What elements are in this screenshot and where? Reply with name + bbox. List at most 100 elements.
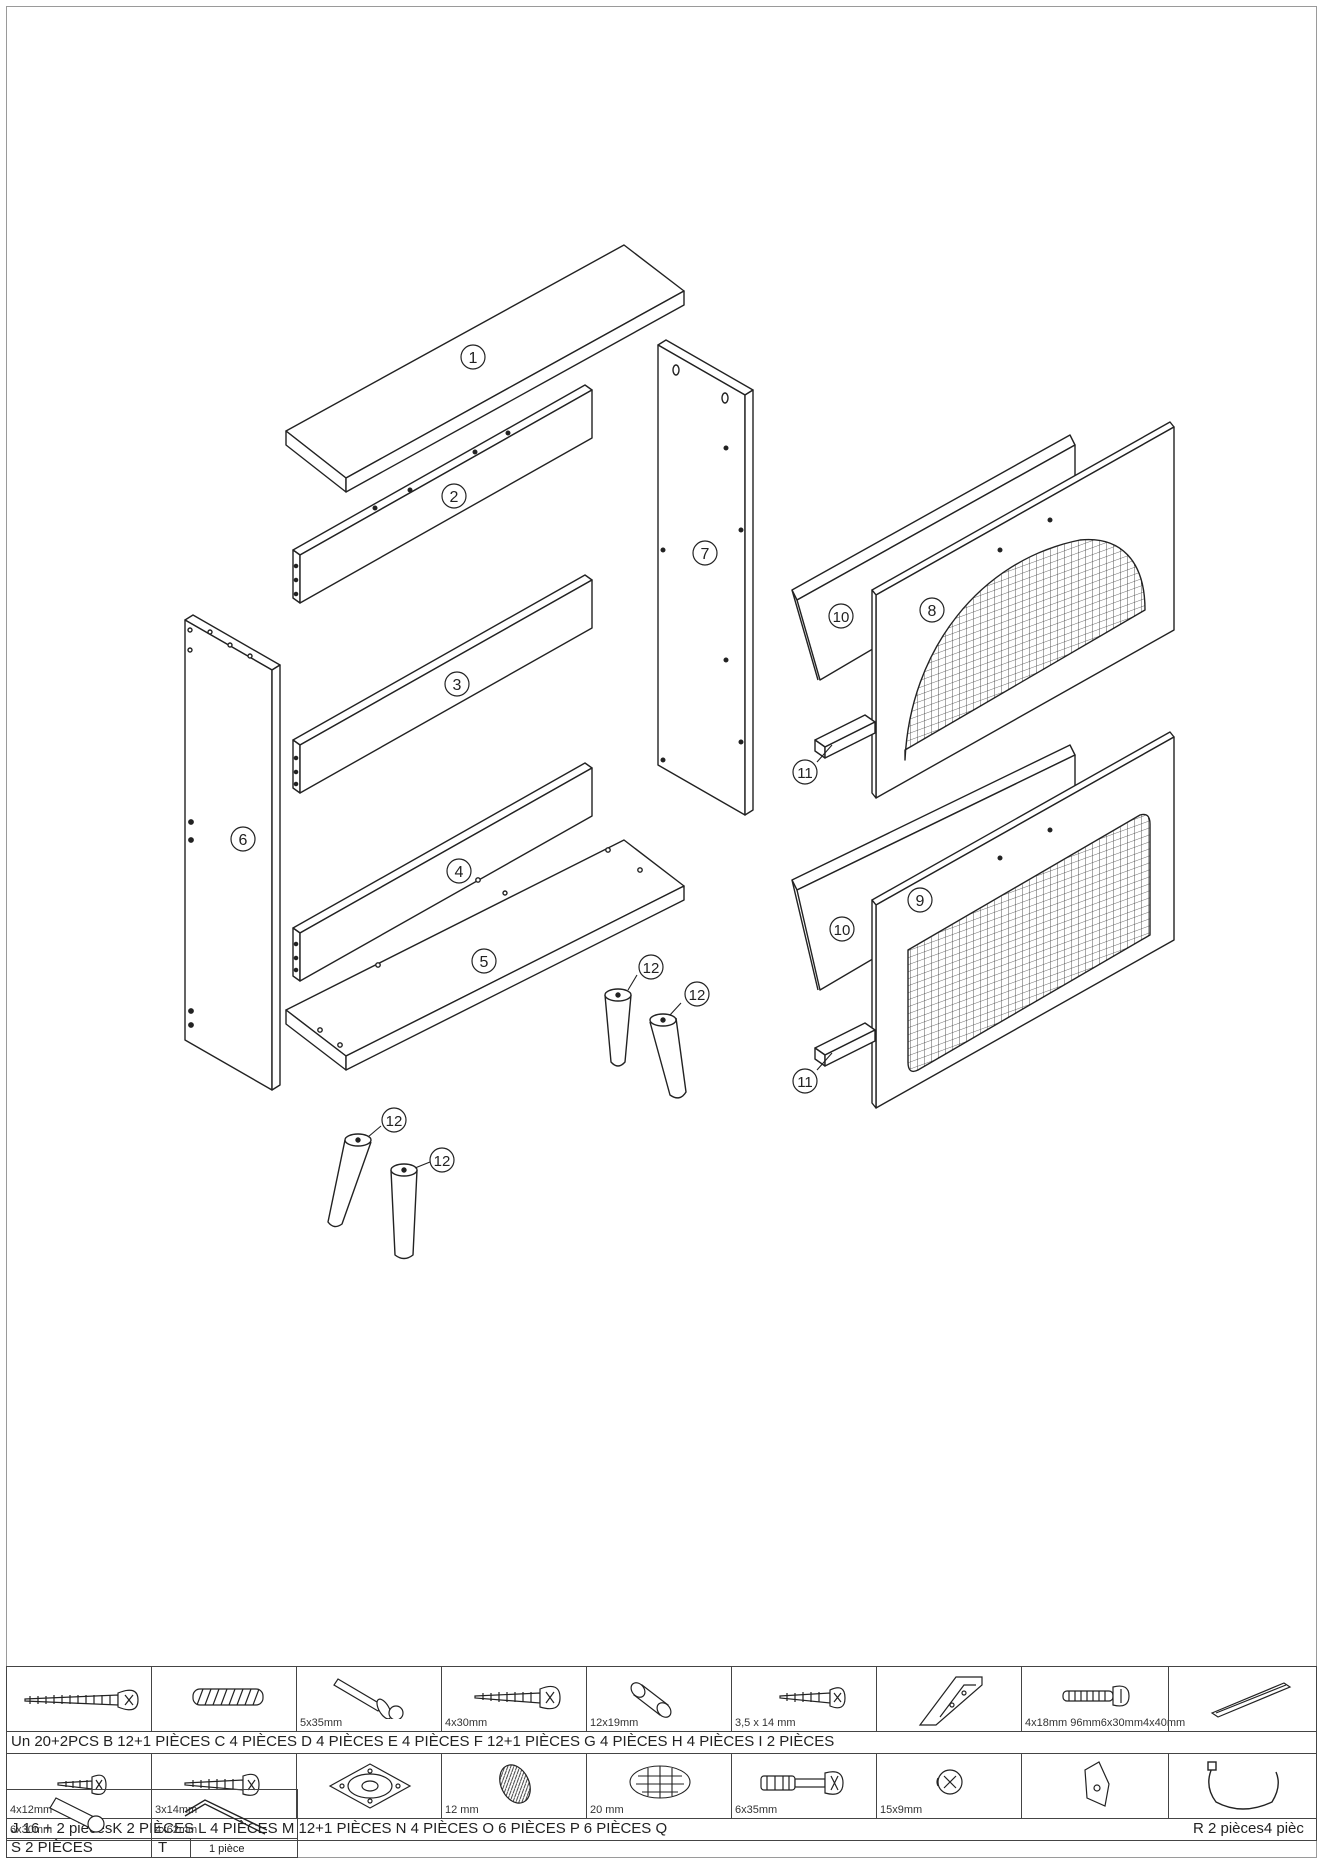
cable-tie-icon [1207,1761,1279,1810]
connector-bolt-icon [760,1771,844,1795]
label-8: 8 [919,597,945,623]
hw-cell-q [1021,1753,1169,1819]
label-12b: 12 [684,981,710,1007]
label-5: 5 [471,948,497,974]
label-4: 4 [446,858,472,884]
hw-caption-s: S 2 PIÈCES [11,1839,93,1856]
hw-cell-r [1168,1753,1317,1819]
hw-cell-m: 12 mm [441,1753,587,1819]
svg-text:5: 5 [480,954,489,971]
hw-cell-o: 6x35mm [731,1753,877,1819]
part-12-leg-b [649,1013,687,1099]
wall-anchor-icon [49,1797,105,1833]
cam-bolt-icon [333,1678,404,1719]
hw-cell-f: 3,5 x 14 mm [731,1666,877,1732]
label-10a: 10 [828,603,854,629]
part-8-arched-mesh-door [871,421,1175,799]
part-5-bottom-board [285,839,685,1071]
svg-text:7: 7 [701,546,710,563]
allen-key-icon [184,1799,268,1835]
part-11-upper-block [814,714,876,759]
cam-lock-icon [936,1769,963,1795]
dowel-icon [192,1688,264,1706]
svg-text:4: 4 [455,864,464,881]
svg-text:11: 11 [797,765,813,782]
label-9: 9 [907,887,933,913]
corner-bracket-icon [918,1676,983,1726]
part-3-rail [292,574,593,794]
part-12-leg-a [604,988,632,1067]
label-7: 7 [692,540,718,566]
bolt-icon [1062,1685,1130,1707]
label-12c: 12 [381,1107,407,1133]
hw-size: 20 mm [590,1804,624,1816]
svg-text:9: 9 [916,893,925,910]
label-11b: 11 [792,1068,818,1094]
svg-text:11: 11 [797,1074,813,1091]
hw-size: 12x19mm [590,1717,639,1729]
hw-size: 12 mm [445,1804,479,1816]
svg-text:12: 12 [386,1113,403,1130]
screw-long-icon [24,1689,139,1711]
hw-cell-p: 15x9mm [876,1753,1022,1819]
instruction-sheet [6,6,1317,1858]
wall-bracket-icon [1084,1761,1110,1807]
part-12-leg-c [327,1133,372,1228]
svg-text:8: 8 [928,603,937,620]
part-6-left-side [184,614,281,1091]
hw-cell-c: 5x35mm [296,1666,442,1732]
label-12a: 12 [638,954,664,980]
hw-size: 6x35mm [735,1804,778,1816]
hw-size: 6x30mm [10,1824,53,1836]
hw-caption-text: J 16 + 2 piècesK 2 PIÈCES L 4 PIÈCES M 1… [11,1820,668,1837]
hw-size: 3x14mm [155,1804,198,1816]
hw-size: 4x30mm [445,1717,488,1729]
hw-caption-row2: J 16 + 2 piècesK 2 PIÈCES L 4 PIÈCES M 1… [6,1818,1317,1841]
exploded-assembly-diagram: 1 2 3 4 5 6 7 8 9 10 10 11 11 12 12 12 1… [184,244,1175,1260]
hw-caption-row3-t: T [151,1838,191,1858]
screw-medium-icon [474,1685,561,1710]
label-10b: 10 [829,916,855,942]
screw-short-icon [779,1687,846,1709]
svg-text:10: 10 [834,922,851,939]
felt-pad-small-icon [499,1764,531,1804]
hw-cell-h: 4x18mm 96mm6x30mm4x40mm [1021,1666,1185,1732]
hw-caption-text: Un 20+2PCS B 12+1 PIÈCES C 4 PIÈCES D 4 … [11,1733,835,1750]
label-1: 1 [460,344,486,370]
sleeve-icon [630,1682,672,1718]
felt-pad-large-icon [629,1765,691,1799]
label-6: 6 [230,826,256,852]
part-7-right-side [657,339,754,816]
hw-size: 4x62mm [155,1824,198,1836]
hw-caption-row3-s: S 2 PIÈCES [6,1838,152,1858]
label-11a: 11 [792,759,818,785]
svg-text:1: 1 [469,350,478,367]
hw-cell-l [296,1753,442,1819]
label-3: 3 [444,671,470,697]
part-9-rect-mesh-door [871,731,1175,1109]
svg-text:10: 10 [833,609,850,626]
hw-caption-right: R 2 pièces4 pièc [1193,1820,1304,1837]
hw-size: 4x12mm [10,1804,53,1816]
hw-size: 15x9mm [880,1804,923,1816]
hw-cell-b [151,1666,297,1732]
hw-size: 5x35mm [300,1717,343,1729]
hw-cell-g [876,1666,1022,1732]
metal-strip-icon [1210,1682,1292,1718]
part-4-rail [292,762,593,982]
hw-size: 3,5 x 14 mm [735,1717,796,1729]
hw-caption-t: T [158,1839,168,1856]
hw-cell-n: 20 mm [586,1753,732,1819]
part-11-lower-block [814,1022,876,1067]
svg-text:3: 3 [453,677,462,694]
hw-size: 4x18mm 96mm6x30mm4x40mm [1025,1717,1186,1729]
label-2: 2 [441,483,467,509]
hardware-table: 5x35mm 4x30mm 12x19mm 3,5 x 14 mm 4x18mm… [6,1666,1317,1858]
svg-text:12: 12 [643,960,660,977]
hw-caption-t-sub: 1 pièce [209,1843,245,1855]
hw-caption-row3-t-sub: 1 pièce [190,1838,298,1858]
svg-text:12: 12 [689,987,706,1004]
hw-caption-row1: Un 20+2PCS B 12+1 PIÈCES C 4 PIÈCES D 4 … [6,1731,1317,1754]
hw-cell-s: 6x30mm [6,1789,152,1839]
mounting-plate-icon [328,1763,412,1809]
